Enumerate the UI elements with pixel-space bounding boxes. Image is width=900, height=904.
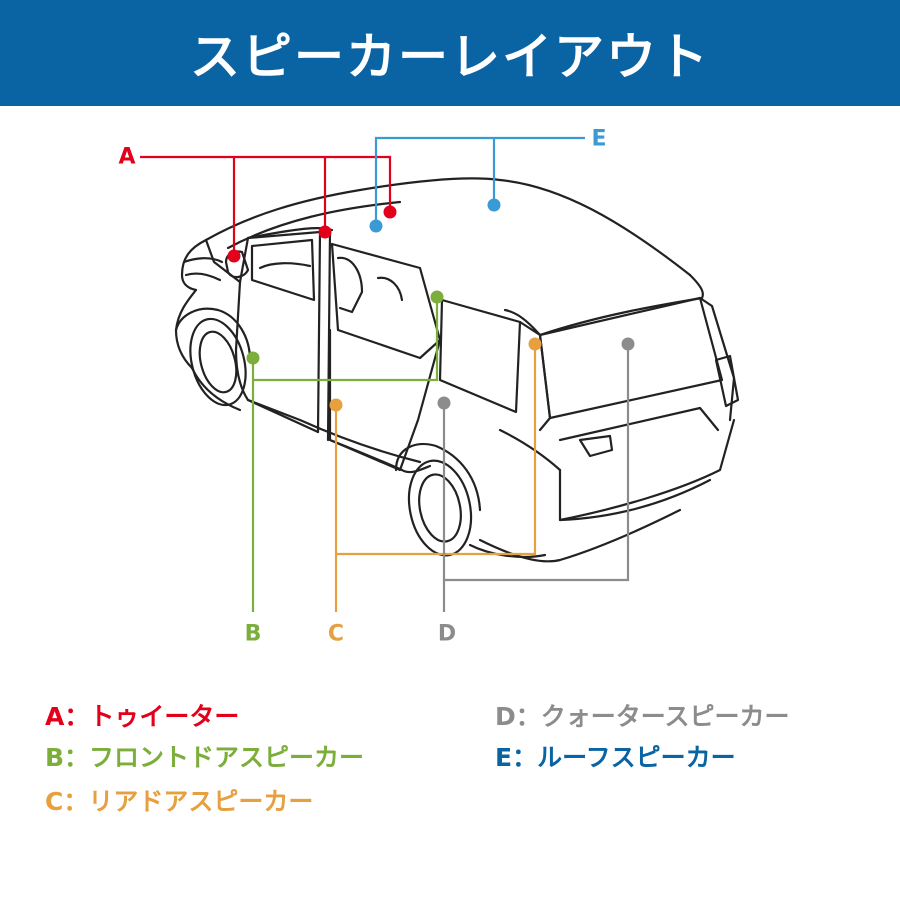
dot-e-2: [488, 199, 501, 212]
dot-a-3: [319, 226, 332, 239]
van-drawing: [176, 178, 738, 561]
legend-item-b: B：フロントドアスピーカー: [45, 738, 364, 774]
callout-label-d: D: [438, 622, 456, 647]
dot-e-1: [370, 220, 383, 233]
callout-label-a: A: [118, 145, 135, 170]
callout-lines-c: [336, 344, 535, 612]
dot-a-1: [384, 206, 397, 219]
callout-lines-b: [253, 297, 437, 612]
legend-item-d: D：クォータースピーカー: [495, 697, 790, 733]
legend-item-e: E：ルーフスピーカー: [495, 738, 736, 774]
dot-b-1: [247, 352, 260, 365]
dot-d-1: [438, 397, 451, 410]
dot-a-2: [228, 250, 241, 263]
dot-c-1: [330, 399, 343, 412]
callout-label-b: B: [245, 622, 262, 647]
dot-d-2: [622, 338, 635, 351]
legend-item-c: C：リアドアスピーカー: [45, 782, 313, 818]
dot-b-2: [431, 291, 444, 304]
legend-item-a: A：トゥイーター: [45, 697, 239, 733]
callout-label-c: C: [328, 622, 344, 647]
callout-label-e: E: [591, 127, 606, 152]
callout-lines-a: [140, 157, 390, 256]
dot-c-2: [529, 338, 542, 351]
